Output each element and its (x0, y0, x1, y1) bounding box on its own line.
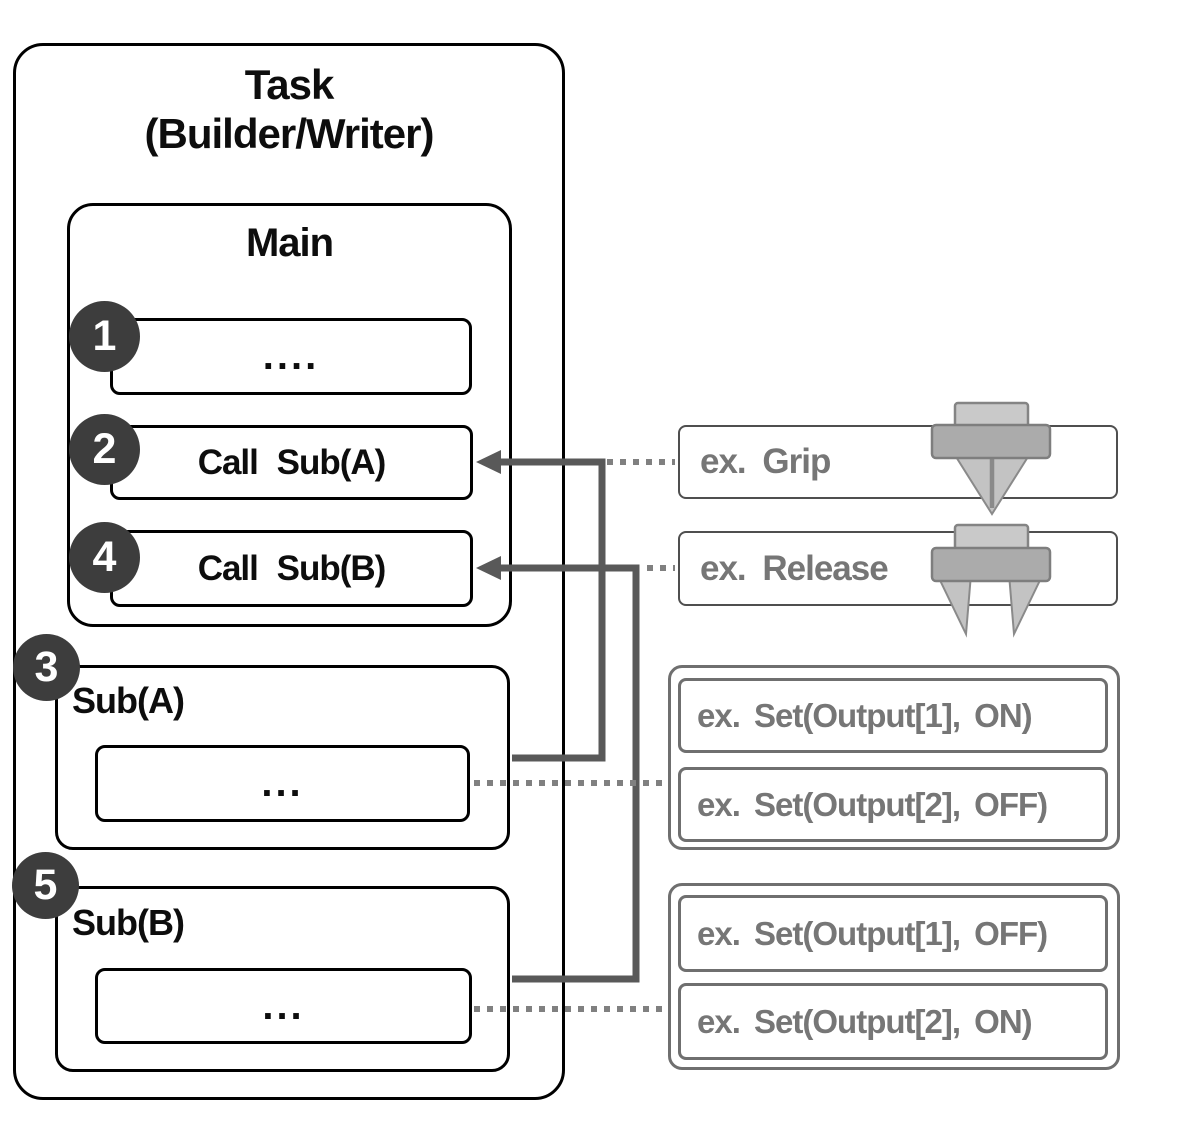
main-step-4-label: Call Sub(B) (197, 548, 387, 588)
step-2-badge: 2 (69, 414, 140, 485)
step-4-badge: 4 (69, 522, 140, 593)
sub-b-example-2-label: ex. Set(Output[2], ON) (697, 1002, 1033, 1040)
step-1-number: 1 (92, 312, 117, 360)
sub-a-example-2-label: ex. Set(Output[2], OFF) (697, 785, 1048, 823)
sub-b-label: Sub(B) (72, 902, 185, 943)
step-1-badge: 1 (69, 301, 140, 372)
main-step-1-label: .... (262, 334, 320, 378)
main-title: Main (245, 221, 334, 265)
task-title-line1: Task (244, 61, 335, 108)
release-annotation-label: ex. Release (700, 548, 889, 588)
release-annotation-box: ex. Release (678, 531, 1118, 606)
sub-b-example-2-box: ex. Set(Output[2], ON) (678, 983, 1108, 1060)
sub-b-body-box: ... (95, 968, 472, 1044)
step-3-badge: 3 (13, 634, 80, 701)
grip-annotation-box: ex. Grip (678, 425, 1118, 499)
step-3-number: 3 (34, 643, 59, 691)
sub-a-example-1-box: ex. Set(Output[1], ON) (678, 678, 1108, 753)
main-step-1-box: .... (110, 318, 472, 395)
main-step-4-box: Call Sub(B) (110, 530, 473, 607)
sub-a-example-2-box: ex. Set(Output[2], OFF) (678, 767, 1108, 842)
sub-a-body-box: ... (95, 745, 470, 822)
task-title-line2: (Builder/Writer) (144, 110, 435, 157)
step-2-number: 2 (92, 425, 117, 473)
main-step-2-label: Call Sub(A) (197, 442, 387, 482)
step-5-number: 5 (33, 861, 58, 909)
step-4-number: 4 (92, 533, 117, 581)
grip-annotation-label: ex. Grip (700, 442, 831, 481)
sub-a-body-label: ... (261, 761, 304, 805)
sub-a-example-1-label: ex. Set(Output[1], ON) (697, 696, 1033, 734)
sub-b-example-1-box: ex. Set(Output[1], OFF) (678, 895, 1108, 972)
main-step-2-box: Call Sub(A) (110, 425, 473, 500)
step-5-badge: 5 (12, 852, 79, 919)
sub-b-example-1-label: ex. Set(Output[1], OFF) (697, 914, 1048, 952)
sub-b-body-label: ... (262, 983, 305, 1028)
sub-a-label: Sub(A) (72, 680, 185, 721)
task-title: Task (Builder/Writer) (13, 60, 565, 158)
